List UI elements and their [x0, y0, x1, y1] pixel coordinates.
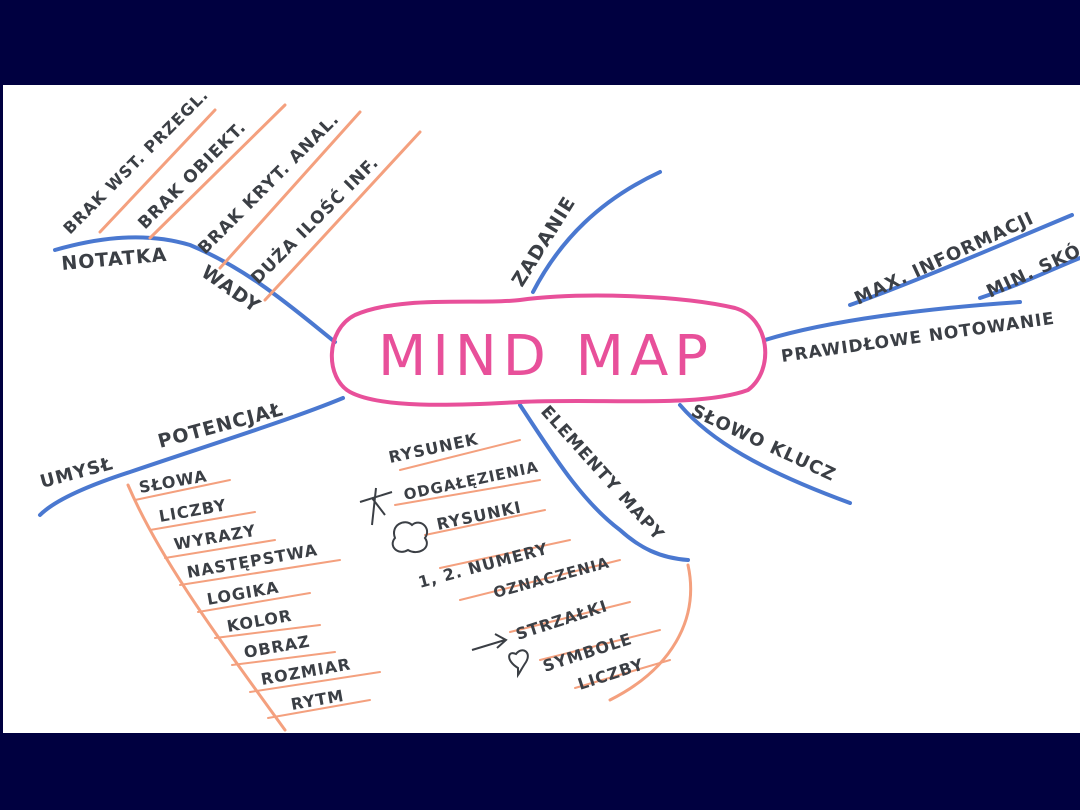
branch-max-line: [848, 213, 1074, 307]
branch-zadanie-line: [531, 170, 662, 294]
elementy-item: STRZAŁKI: [513, 596, 610, 644]
min-sko-label: MIN. SKÓ: [983, 239, 1080, 302]
sub-potencjal-tick: [214, 624, 321, 639]
sub-potencjal-spine: [126, 483, 287, 732]
sub-potencjal-tick: [134, 479, 231, 501]
elementy-item: RYSUNKI: [435, 497, 523, 534]
umysl-label: UMYSŁ: [38, 453, 116, 493]
center-outline: [329, 293, 768, 407]
sub-potencjal-tick: [164, 539, 276, 559]
sub-elementy-tick: [574, 659, 671, 689]
elementy-label: ELEMENTY MAPY: [536, 402, 668, 545]
potencjal-item: OBRAZ: [242, 632, 311, 662]
wady-item-1: BRAK WST. PRZEGL.: [59, 85, 212, 238]
sub-elementy-tick: [459, 559, 621, 601]
branch-potencjal-line: [38, 396, 345, 517]
branch-min-line: [978, 256, 1080, 300]
sub-elementy-tick: [439, 539, 571, 569]
wady-item-3: BRAK KRYT. ANAL.: [194, 109, 343, 258]
sub-elementy-spine: [608, 563, 693, 702]
branch-wady-line: [53, 235, 337, 344]
sub-wady-1-line: [98, 108, 217, 234]
sub-potencjal-tick: [197, 592, 311, 613]
slowo-klucz-label: SŁOWO KLUCZ: [688, 400, 839, 485]
cloud-doodle-icon: [391, 521, 429, 554]
notatka-label: NOTATKA: [61, 244, 169, 275]
potencjal-item: LICZBY: [157, 495, 228, 526]
sub-potencjal-tick: [249, 671, 381, 693]
sub-potencjal-tick: [179, 559, 341, 586]
branch-doodle-icon: [359, 487, 393, 526]
branch-prawidlowe-line: [763, 300, 1022, 342]
sub-elementy-tick: [539, 629, 661, 661]
sub-potencjal-tick: [149, 511, 256, 531]
branch-slowo-klucz-line: [678, 403, 852, 505]
sub-elementy-tick: [394, 479, 541, 506]
sub-wady-3-line: [218, 110, 362, 270]
prawidlowe-label: PRAWIDŁOWE NOTOWANIE: [780, 309, 1056, 367]
sub-elementy-tick: [424, 509, 546, 536]
sub-potencjal-tick: [231, 651, 336, 666]
sub-elementy-tick: [509, 601, 631, 633]
branch-elementy-line: [518, 403, 690, 562]
sub-wady-2-line: [148, 103, 287, 240]
center-title: MIND MAP: [378, 324, 714, 389]
potencjal-item: KOLOR: [225, 606, 293, 636]
sub-potencjal-tick: [267, 699, 371, 719]
sub-wady-4-line: [263, 130, 422, 302]
sub-elementy-tick: [399, 439, 521, 471]
arrow-doodle-icon: [471, 633, 508, 651]
heart-doodle-icon: [508, 649, 529, 679]
